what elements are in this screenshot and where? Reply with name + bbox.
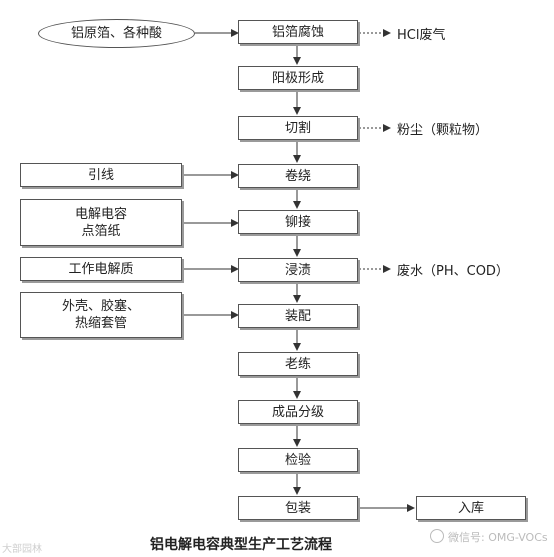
watermark-left: 大部园林 [2, 544, 42, 555]
step-riveting: 铆接 [238, 210, 358, 234]
wechat-icon [430, 529, 444, 543]
output-storage: 入库 [416, 496, 526, 520]
input-shell-plug-sleeve: 外壳、胶塞、 热缩套管 [20, 292, 182, 338]
emission-wastewater: 废水（PH、COD） [397, 264, 509, 279]
step-anodization: 阳极形成 [238, 66, 358, 90]
emission-hcl: HCl废气 [397, 28, 446, 43]
input-capacitor-paper: 电解电容 点箔纸 [20, 199, 182, 246]
watermark-wechat: 微信号: OMG-VOCs [430, 529, 548, 545]
step-assembly: 装配 [238, 304, 358, 328]
step-impregnation: 浸渍 [238, 258, 358, 282]
step-cutting: 切割 [238, 116, 358, 140]
input-lead-wire: 引线 [20, 163, 182, 187]
step-grading: 成品分级 [238, 400, 358, 424]
input-electrolyte: 工作电解质 [20, 257, 182, 281]
step-etching: 铝箔腐蚀 [238, 20, 358, 44]
step-winding: 卷绕 [238, 164, 358, 188]
emission-dust: 粉尘（颗粒物） [397, 123, 489, 138]
diagram-title: 铝电解电容典型生产工艺流程 [150, 537, 332, 553]
step-inspection: 检验 [238, 448, 358, 472]
step-packing: 包装 [238, 496, 358, 520]
step-aging: 老练 [238, 352, 358, 376]
watermark-wechat-text: 微信号: OMG-VOCs [448, 531, 548, 544]
source-node: 铝原箔、各种酸 [38, 19, 195, 48]
